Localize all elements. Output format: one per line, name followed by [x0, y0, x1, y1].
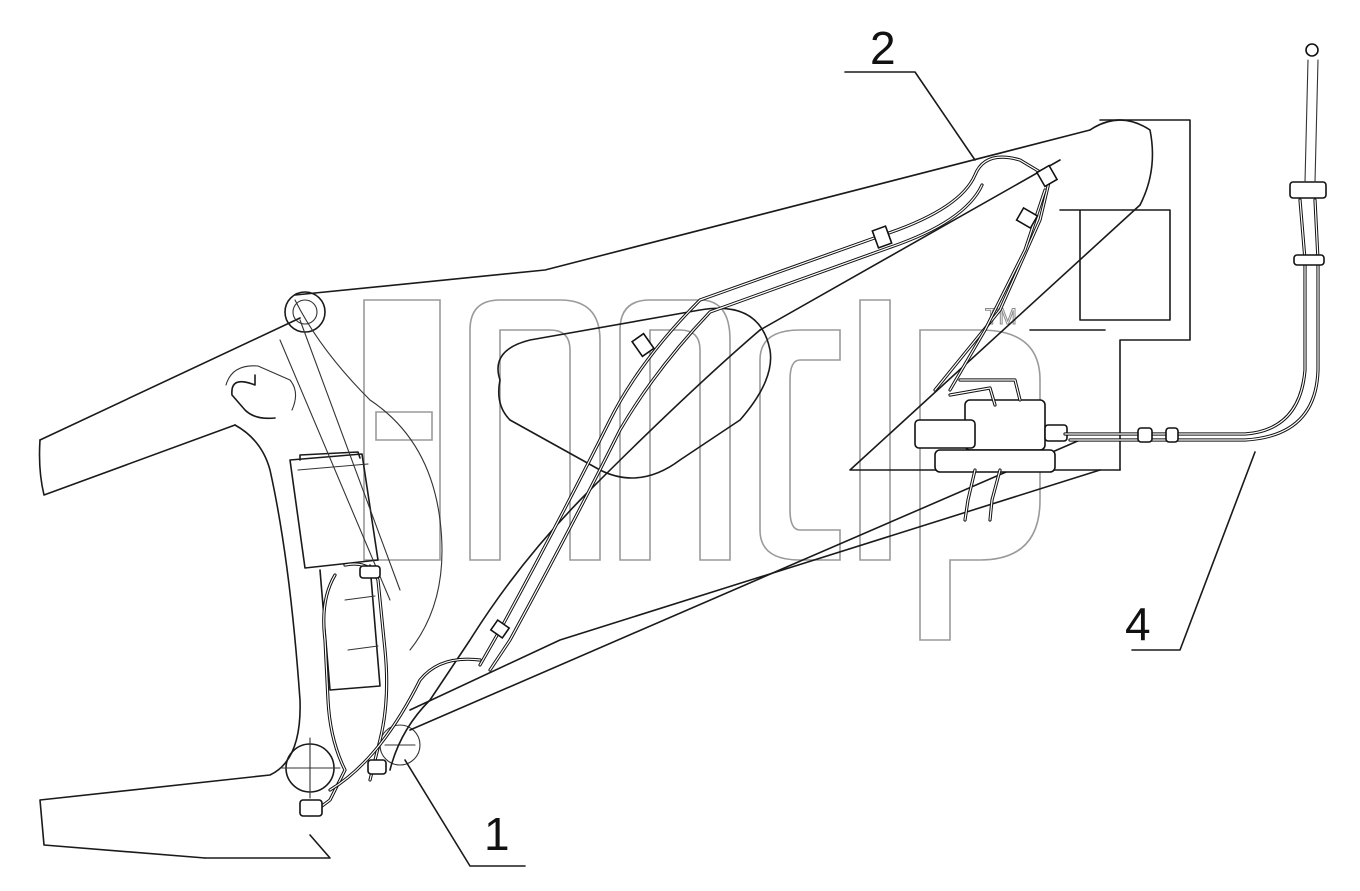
callout-label-2: 2: [870, 22, 896, 74]
callout-label-1: 1: [484, 808, 510, 860]
hose-assembly-1: [299, 562, 482, 817]
boom-cross-section: [497, 307, 772, 479]
callout-leaders: [404, 71, 1256, 867]
boom-arm: [294, 119, 1191, 771]
joystick-bracket: [1289, 181, 1327, 199]
callout-label-4: 4: [1125, 598, 1151, 650]
pivot-top: [284, 291, 326, 333]
control-valve: [914, 378, 1068, 522]
hose-assembly-2: [478, 155, 1059, 672]
loader-frame: [38, 291, 421, 859]
control-cable-4: [1063, 43, 1327, 443]
joystick-knob: [1305, 43, 1319, 57]
